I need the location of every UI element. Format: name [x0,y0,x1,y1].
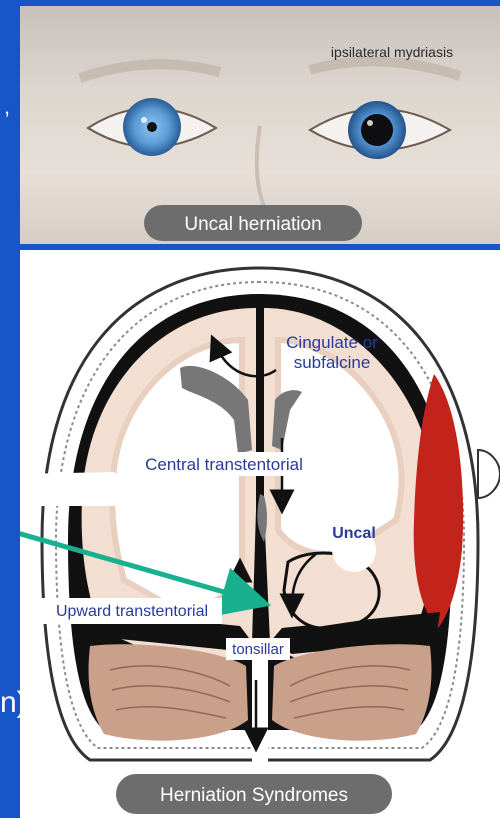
label-uncal: Uncal [332,525,376,542]
herniation-diagram: Cingulate or subfalcine Central transten… [20,250,500,818]
label-cingulate-line1: Cingulate or [286,333,378,352]
left-skull-defect [20,472,122,506]
skull-defect [478,450,500,498]
herniation-diagram-panel: Cingulate or subfalcine Central transten… [20,250,500,818]
mydriasis-caption: ipsilateral mydriasis [331,44,453,60]
edge-text-comma: , [4,94,10,120]
label-cingulate-line2: subfalcine [294,353,371,372]
herniation-syndromes-caption: Herniation Syndromes [160,785,348,806]
label-upward: Upward transtentorial [56,603,208,620]
eyes-photo: ipsilateral mydriasis Uncal herniation [20,6,500,244]
label-central: Central transtentorial [145,455,303,474]
uncal-herniation-caption: Uncal herniation [184,214,321,235]
eyes-photo-panel: ipsilateral mydriasis Uncal herniation [20,6,500,244]
label-tonsillar: tonsillar [232,641,284,658]
